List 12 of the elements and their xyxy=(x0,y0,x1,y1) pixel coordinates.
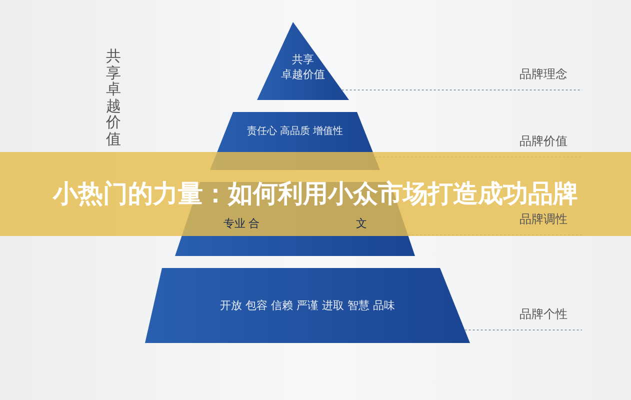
layer-text: 专业 合 xyxy=(223,216,260,231)
layer-text: 开放 包容 信赖 严谨 进取 智慧 品味 xyxy=(220,298,395,313)
side-label: 品牌价值 xyxy=(520,133,568,150)
layer-text: 文 xyxy=(356,216,367,231)
side-label: 品牌理念 xyxy=(520,66,568,83)
title: 小热门的力量：如何利用小众市场打造成功品牌 xyxy=(52,178,579,210)
side-label: 品牌个性 xyxy=(520,306,568,323)
side-label: 品牌调性 xyxy=(520,211,568,228)
layer-text: 责任心 高品质 增值性 xyxy=(246,124,344,139)
layer-text: 卓越价值 xyxy=(281,67,325,82)
layer-text: 共享 xyxy=(292,52,314,67)
vertical-label: 共享卓越价值 xyxy=(106,48,121,147)
